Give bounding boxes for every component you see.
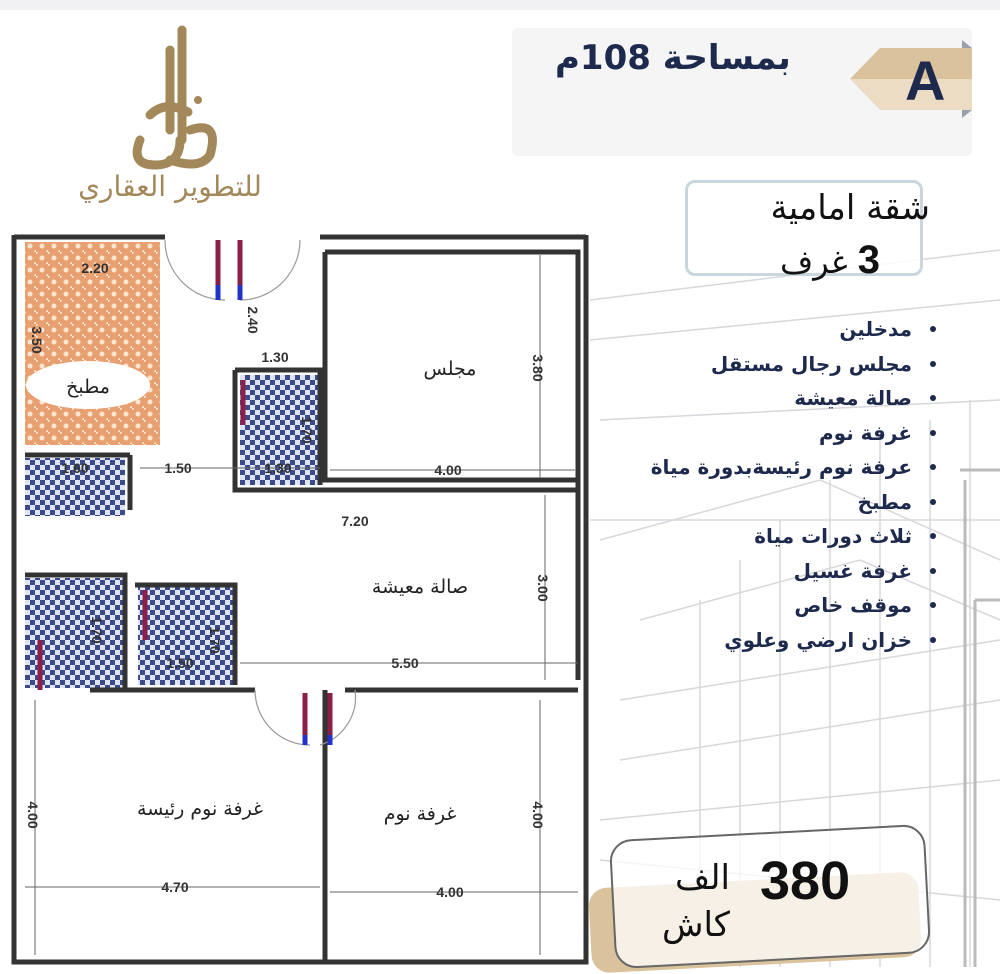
features-list: مدخلين مجلس رجال مستقل صالة معيشة غرفة ن… <box>590 312 940 657</box>
svg-text:1.70: 1.70 <box>89 616 105 643</box>
rooms-word: غرف <box>780 243 848 281</box>
room-label-kitchen: مطبخ <box>66 376 110 398</box>
feature-item: صالة معيشة <box>590 381 940 416</box>
feature-item: خزان ارضي وعلوي <box>590 623 940 658</box>
svg-text:1.30: 1.30 <box>264 460 291 476</box>
company-name: للتطوير العقاري <box>78 170 262 203</box>
room-label-bedroom: غرفة نوم <box>384 803 457 825</box>
svg-text:2.20: 2.20 <box>81 260 108 276</box>
bath-4-floor <box>138 585 233 685</box>
feature-item: مدخلين <box>590 312 940 347</box>
bullet-icon <box>930 326 936 333</box>
bullet-icon <box>930 429 936 436</box>
svg-text:7.20: 7.20 <box>341 513 368 529</box>
svg-text:1.70: 1.70 <box>299 416 315 443</box>
door-panels <box>37 240 333 745</box>
bullet-icon <box>930 464 936 471</box>
svg-text:3.00: 3.00 <box>535 574 551 601</box>
svg-text:4.00: 4.00 <box>25 801 41 828</box>
rooms-count: 3 غرف <box>700 238 880 283</box>
dimension-labels: 2.20 3.50 2.40 1.30 1.70 1.30 1.50 1.60 … <box>25 260 551 900</box>
kitchen-floor <box>25 242 160 445</box>
unit-type-box <box>685 180 923 276</box>
area-label: بمساحة 108م <box>555 38 791 78</box>
dimension-lines <box>25 255 578 955</box>
bullet-icon <box>930 395 936 402</box>
bath-2-floor <box>25 458 125 516</box>
room-label-majlis: مجلس <box>424 358 477 380</box>
svg-text:2.40: 2.40 <box>245 306 261 333</box>
svg-text:3.80: 3.80 <box>530 354 546 381</box>
model-letter: A <box>905 49 946 112</box>
bullet-icon <box>930 567 936 574</box>
feature-item: ثلاث دورات مياة <box>590 519 940 554</box>
svg-text:4.00: 4.00 <box>434 462 461 478</box>
feature-item: مجلس رجال مستقل <box>590 347 940 382</box>
model-badge <box>850 40 972 118</box>
feature-item: غرفة نوم <box>590 416 940 451</box>
feature-item: موقف خاص <box>590 588 940 623</box>
room-label-living: صالة معيشة <box>372 576 468 598</box>
svg-text:1.70: 1.70 <box>207 626 223 653</box>
svg-text:4.00: 4.00 <box>530 801 546 828</box>
floor-plan: مطبخ مجلس صالة معيشة غرفة نوم رئيسة غرفة… <box>11 234 589 965</box>
svg-text:5.50: 5.50 <box>391 655 418 671</box>
company-logo <box>132 25 217 170</box>
kitchen-label-bg <box>26 361 150 409</box>
svg-text:1.50: 1.50 <box>166 655 193 671</box>
walls <box>11 234 589 965</box>
svg-text:1.50: 1.50 <box>164 460 191 476</box>
unit-type: شقة امامية <box>770 188 930 228</box>
price-unit: الف <box>674 858 730 898</box>
svg-text:4.70: 4.70 <box>161 879 188 895</box>
price-amount: 380 <box>760 851 851 911</box>
feature-item: غرفة غسيل <box>590 554 940 589</box>
rooms-number: 3 <box>857 238 880 282</box>
svg-text:3.50: 3.50 <box>29 326 45 353</box>
bullet-icon <box>930 602 936 609</box>
feature-item: عرفة نوم رئيسةبدورة مياة <box>590 450 940 485</box>
payment-type: كاش <box>661 905 730 945</box>
svg-text:4.00: 4.00 <box>436 884 463 900</box>
bath-1-floor <box>240 375 320 485</box>
bullet-icon <box>930 498 936 505</box>
svg-text:1.30: 1.30 <box>261 349 288 365</box>
svg-text:1.60: 1.60 <box>61 460 88 476</box>
feature-item: مطبخ <box>590 485 940 520</box>
room-label-master-bedroom: غرفة نوم رئيسة <box>137 798 263 820</box>
top-strip <box>0 0 1000 10</box>
bullet-icon <box>930 636 936 643</box>
bullet-icon <box>930 533 936 540</box>
bullet-icon <box>930 360 936 367</box>
